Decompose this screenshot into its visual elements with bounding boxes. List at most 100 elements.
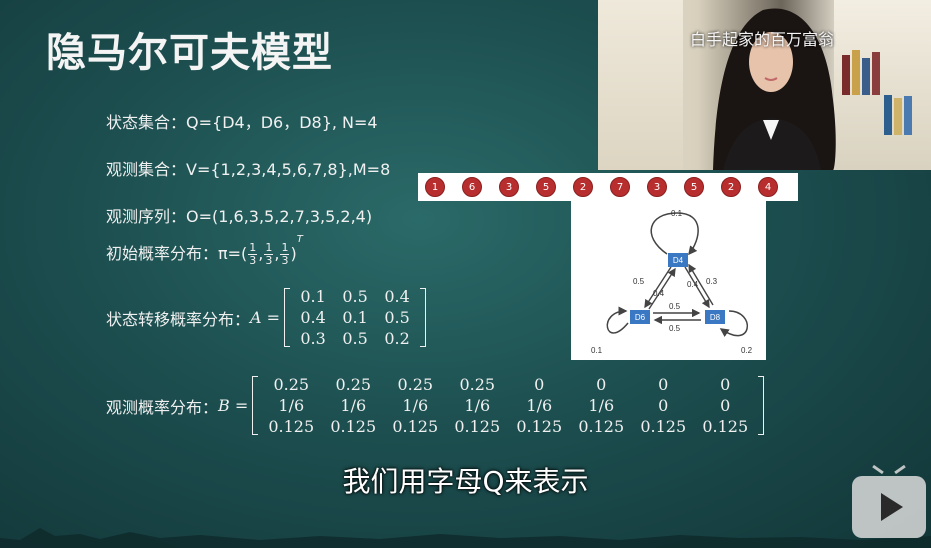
node-d8 bbox=[705, 310, 725, 324]
node-d6-label: D6 bbox=[635, 313, 646, 322]
matrix-cell: 0.125 bbox=[516, 417, 563, 436]
edge-d4-d8 bbox=[684, 266, 710, 309]
node-d4-label: D4 bbox=[673, 256, 684, 265]
observation-ball: 2 bbox=[573, 177, 593, 197]
label-d6-self: 0.1 bbox=[591, 346, 603, 355]
node-d4 bbox=[668, 253, 688, 267]
init-prob-sup: T bbox=[296, 234, 303, 245]
matrix-cell: 0 bbox=[658, 396, 669, 415]
obs-seq-label: 观测序列： bbox=[106, 207, 187, 226]
matrix-row: 0.125 0.125 0.125 0.125 0.125 0.125 0.125 0.125 bbox=[260, 416, 756, 437]
video-subtitle: 我们用字母Q来表示 bbox=[342, 465, 589, 498]
d6-self-loop bbox=[606, 306, 629, 334]
obs-set-value: V={1,2,3,4,5,6,7,8},M=8 bbox=[186, 160, 391, 179]
matrix-cell: 0.3 bbox=[300, 329, 326, 348]
matrix-cell: 0.5 bbox=[342, 287, 368, 306]
matrix-cell: 0.1 bbox=[342, 308, 368, 327]
trans-symbol: A = bbox=[250, 308, 281, 327]
matrix-cell: 0.25 bbox=[335, 375, 372, 394]
state-set-label: 状态集合： bbox=[106, 113, 187, 132]
matrix-row: 0.1 0.5 0.4 bbox=[292, 286, 418, 307]
matrix-cell: 0.1 bbox=[300, 287, 326, 306]
observation-ball: 5 bbox=[536, 177, 556, 197]
matrix-row: 0.3 0.5 0.2 bbox=[292, 328, 418, 349]
label-d6-d8-b: 0.5 bbox=[669, 324, 681, 333]
matrix-cell: 1/6 bbox=[340, 396, 367, 415]
label-d6-d8-a: 0.5 bbox=[669, 302, 681, 311]
node-d6 bbox=[630, 310, 650, 324]
matrix-cell: 0.2 bbox=[384, 329, 410, 348]
edge-d6-d4 bbox=[648, 267, 676, 310]
matrix-row: 0.4 0.1 0.5 bbox=[292, 307, 418, 328]
matrix-cell: 0.4 bbox=[300, 308, 326, 327]
matrix-cell: 0 bbox=[534, 375, 545, 394]
label-d4-self: 0.1 bbox=[671, 209, 683, 218]
d4-self-loop bbox=[650, 212, 699, 256]
matrix-cell: 0 bbox=[720, 396, 731, 415]
bookshelf-left bbox=[598, 0, 683, 170]
observation-ball: 2 bbox=[721, 177, 741, 197]
matrix-cell: 1/6 bbox=[588, 396, 615, 415]
matrix-cell: 0.25 bbox=[459, 375, 496, 394]
audio-waveform bbox=[0, 528, 931, 548]
matrix-cell: 0.5 bbox=[384, 308, 410, 327]
bookshelf-right bbox=[834, 0, 931, 170]
matrix-cell: 0.125 bbox=[578, 417, 625, 436]
emit-label: 观测概率分布： bbox=[106, 397, 219, 417]
init-prob-prefix: π=( bbox=[218, 244, 248, 263]
matrix-cell: 0.125 bbox=[640, 417, 687, 436]
matrix-cell: 0 bbox=[720, 375, 731, 394]
observation-ball: 4 bbox=[758, 177, 778, 197]
obs-set-label: 观测集合： bbox=[106, 160, 187, 179]
matrix-cell: 0.25 bbox=[397, 375, 434, 394]
matrix-cell: 0.125 bbox=[702, 417, 749, 436]
obs-seq-value: O=(1,6,3,5,2,7,3,5,2,4) bbox=[186, 207, 373, 226]
d8-self-loop bbox=[719, 310, 749, 337]
trans-matrix: 0.1 0.5 0.4 0.4 0.1 0.5 0.3 0.5 0.2 bbox=[284, 286, 427, 349]
matrix-cell: 0 bbox=[658, 375, 669, 394]
node-d8-label: D8 bbox=[710, 313, 721, 322]
matrix-cell: 1/6 bbox=[526, 396, 553, 415]
observation-ball: 3 bbox=[647, 177, 667, 197]
label-d4-d8-a: 0.4 bbox=[687, 280, 699, 289]
matrix-row: 0.25 0.25 0.25 0.25 0 0 0 0 bbox=[260, 374, 756, 395]
observation-ball: 3 bbox=[499, 177, 519, 197]
slide-title: 隐马尔可夫模型 bbox=[46, 30, 333, 76]
observation-ball: 5 bbox=[684, 177, 704, 197]
matrix-cell: 0.5 bbox=[342, 329, 368, 348]
init-prob-suffix: ) bbox=[290, 244, 297, 263]
matrix-cell: 0.125 bbox=[392, 417, 439, 436]
matrix-cell: 0.25 bbox=[273, 375, 310, 394]
matrix-cell: 0.4 bbox=[384, 287, 410, 306]
edge-d8-d4 bbox=[688, 263, 714, 306]
label-d8-self: 0.2 bbox=[741, 346, 753, 355]
webcam-overlay bbox=[598, 0, 931, 170]
play-icon bbox=[881, 493, 903, 521]
emit-line: 观测概率分布：B = 0.25 0.25 0.25 0.25 0 0 0 0 1/6 1/6 1/6 1… bbox=[106, 374, 765, 437]
matrix-cell: 0 bbox=[596, 375, 607, 394]
diagram-svg: D4 D6 D8 0.1 0.1 0.2 0.5 0.4 0.4 0.3 0.5… bbox=[591, 209, 753, 355]
observation-ball: 7 bbox=[610, 177, 630, 197]
init-prob-label: 初始概率分布： bbox=[106, 244, 219, 263]
matrix-cell: 0.125 bbox=[268, 417, 315, 436]
label-d4-d8-b: 0.3 bbox=[706, 277, 718, 286]
matrix-cell: 0.125 bbox=[330, 417, 377, 436]
matrix-cell: 1/6 bbox=[464, 396, 491, 415]
obs-seq-line: 观测序列：O=(1,6,3,5,2,7,3,5,2,4) bbox=[106, 203, 372, 227]
matrix-cell: 0.125 bbox=[454, 417, 501, 436]
trans-label: 状态转移概率分布： bbox=[106, 309, 251, 329]
state-set-line: 状态集合：Q={D4，D6，D8}, N=4 bbox=[106, 109, 378, 133]
observation-ball: 6 bbox=[462, 177, 482, 197]
state-transition-diagram: D4 D6 D8 0.1 0.1 0.2 0.5 0.4 0.4 0.3 0.5… bbox=[571, 201, 766, 360]
play-button[interactable] bbox=[852, 476, 926, 538]
presenter bbox=[713, 8, 836, 170]
trans-line: 状态转移概率分布：A = 0.1 0.5 0.4 0.4 0.1 0.5 0.3 0.5 0.2 bbox=[106, 286, 427, 349]
emit-symbol: B = bbox=[218, 396, 249, 415]
label-d4-d6-b: 0.4 bbox=[653, 289, 665, 298]
